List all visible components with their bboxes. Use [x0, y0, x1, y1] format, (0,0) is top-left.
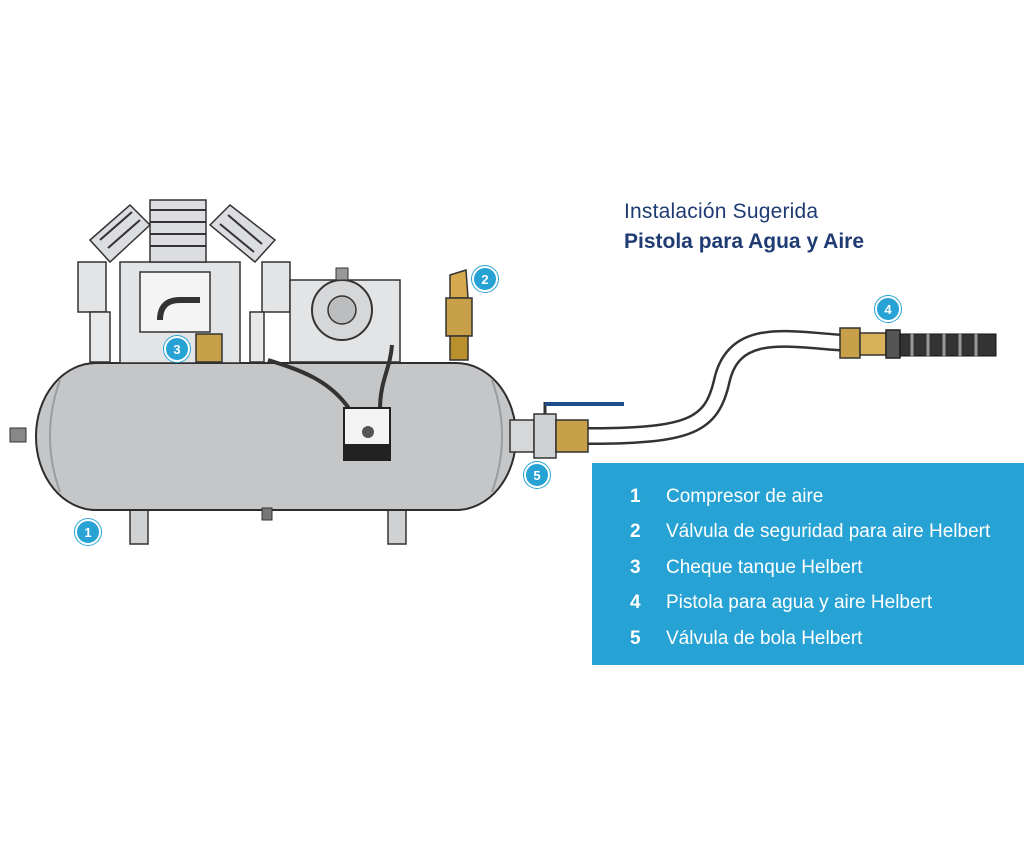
legend-item: 3 Cheque tanque Helbert	[592, 550, 1024, 586]
check-valve	[195, 333, 223, 363]
water-air-gun	[839, 327, 997, 359]
marker-1: 1	[75, 519, 101, 545]
legend-label: Compresor de aire	[666, 485, 824, 507]
legend-label: Pistola para agua y aire Helbert	[666, 592, 933, 614]
electric-motor	[289, 267, 401, 363]
legend-panel: 1 Compresor de aire 2 Válvula de segurid…	[592, 463, 1024, 665]
diagram-title-block: Instalación Sugerida Pistola para Agua y…	[624, 200, 864, 254]
marker-5: 5	[524, 462, 550, 488]
legend-item: 1 Compresor de aire	[592, 479, 1024, 515]
legend-number: 1	[630, 485, 641, 507]
diagram-subtitle: Instalación Sugerida	[624, 200, 819, 223]
safety-valve	[445, 269, 473, 361]
legend-number: 2	[630, 521, 641, 543]
legend-number: 4	[630, 592, 641, 614]
legend-item: 2 Válvula de seguridad para aire Helbert	[592, 515, 1024, 551]
ball-valve	[509, 402, 624, 459]
marker-2: 2	[472, 266, 498, 292]
legend-item: 5 Válvula de bola Helbert	[592, 621, 1024, 657]
legend-number: 5	[630, 627, 641, 649]
legend-number: 3	[630, 556, 641, 578]
diagram-title: Pistola para Agua y Aire	[624, 230, 865, 253]
air-tank	[9, 362, 517, 545]
pressure-switch	[267, 344, 394, 461]
legend-label: Cheque tanque Helbert	[666, 556, 863, 578]
legend-label: Válvula de bola Helbert	[666, 627, 863, 649]
legend-label: Válvula de seguridad para aire Helbert	[666, 521, 991, 543]
marker-3: 3	[164, 336, 190, 362]
legend-item: 4 Pistola para agua y aire Helbert	[592, 586, 1024, 622]
marker-4: 4	[875, 296, 901, 322]
